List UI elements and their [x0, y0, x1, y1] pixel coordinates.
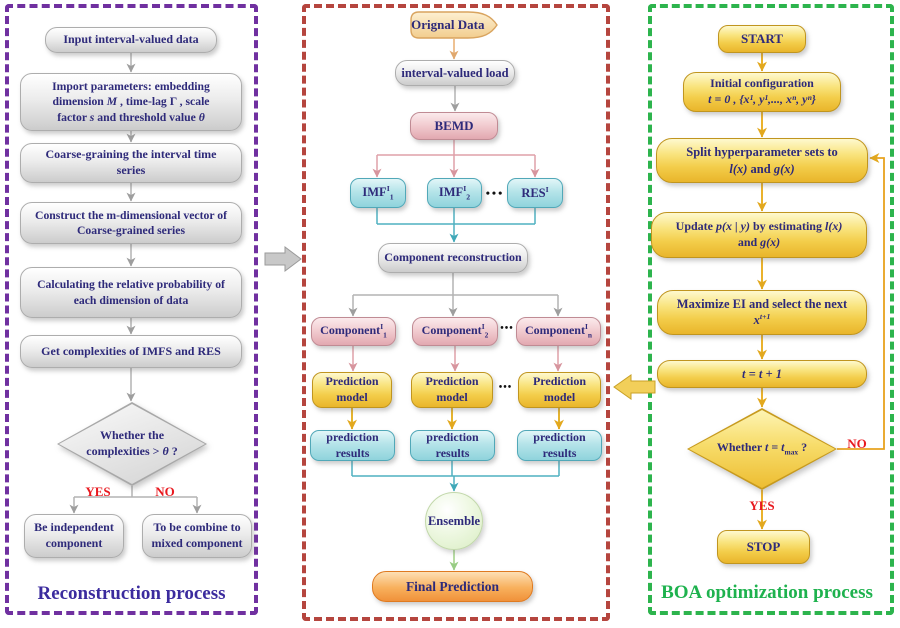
increment-box: t = t + 1: [657, 360, 867, 388]
left-panel-arrows: [69, 53, 202, 514]
yes-label: YES: [85, 484, 111, 499]
decomposition-panel: [302, 4, 610, 621]
ellipsis-model: •••: [498, 382, 513, 393]
left-to-middle-arrow-icon: [264, 246, 302, 272]
prediction-results1-box: prediction results: [310, 430, 395, 461]
prediction-model3-box: Prediction model: [518, 372, 601, 408]
boa-caption: BOA optimization process: [661, 582, 873, 603]
prediction-results2-box: prediction results: [410, 430, 495, 461]
componentn-box: ComponentIn: [516, 317, 601, 346]
complexity-decision-diamond: Whether the complexities > θ ?: [57, 402, 207, 486]
component-reconstruction-box: Component reconstruction: [378, 243, 528, 273]
math-theta: θ: [198, 110, 205, 124]
prediction-results3-box: prediction results: [517, 430, 602, 461]
combine-component-box: To be combine to mixed component: [142, 514, 252, 558]
component2-box: ComponentI2: [412, 317, 498, 346]
final-prediction-box: Final Prediction: [372, 571, 533, 602]
res-box: RESI: [507, 178, 563, 208]
middle-panel-arrows: [347, 39, 564, 571]
boa-panel: [648, 4, 894, 615]
math-s: s: [89, 110, 95, 124]
complexities-box: Get complexities of IMFS and RES: [20, 335, 242, 368]
original-data-shape: Orignal Data: [410, 11, 498, 39]
input-data-box: Input interval-valued data: [45, 27, 217, 53]
input-data-label: Input interval-valued data: [63, 32, 199, 47]
maximize-ei-box: Maximize EI and select the next xt+1: [657, 290, 867, 335]
ellipsis-component: •••: [500, 323, 514, 334]
construct-vector-box: Construct the m-dimensional vector of Co…: [20, 202, 242, 244]
right-panel-arrows: [757, 53, 885, 530]
import-line3: factor s and threshold value θ: [57, 110, 205, 124]
import-line1: Import parameters: embedding: [52, 80, 210, 94]
prediction-model2-box: Prediction model: [411, 372, 493, 408]
probability-box: Calculating the relative probability of …: [20, 267, 242, 318]
prediction-model1-box: Prediction model: [312, 372, 392, 408]
original-data-label: Orignal Data: [411, 17, 485, 32]
independent-component-box: Be independent component: [24, 514, 124, 558]
math-theta: θ: [162, 444, 169, 458]
component1-box: ComponentI1: [311, 317, 396, 346]
no-label-right: NO: [847, 436, 867, 451]
interval-load-box: interval-valued load: [395, 60, 515, 86]
start-box: START: [718, 25, 806, 53]
tmax-decision-diamond: Whether t = tmax ?: [687, 408, 837, 490]
math-gamma: Γ: [169, 95, 177, 109]
import-parameters-box: Import parameters: embedding dimension M…: [20, 73, 242, 131]
coarse-graining-box: Coarse-graining the interval time series: [20, 143, 242, 183]
update-box: Update p(x | y) by estimating l(x) and g…: [651, 212, 867, 258]
imf2-box: IMFI2: [427, 178, 482, 208]
ensemble-circle: Ensemble: [425, 492, 483, 550]
init-formula: t = 0 , {x¹, y¹,..., xⁿ, yⁿ}: [708, 92, 816, 106]
reconstruction-caption: Reconstruction process: [37, 583, 226, 604]
initial-configuration-box: Initial configuration t = 0 , {x¹, y¹,..…: [683, 72, 841, 112]
bemd-box: BEMD: [410, 112, 498, 140]
yes-label-right: YES: [749, 498, 775, 513]
ellipsis-imf: •••: [485, 186, 505, 200]
no-label: NO: [155, 484, 175, 499]
stop-box: STOP: [717, 530, 810, 564]
reconstruction-panel: [5, 4, 258, 615]
imf1-box: IMFI1: [350, 178, 406, 208]
split-hyperparameter-box: Split hyperparameter sets to l(x) and g(…: [656, 138, 868, 183]
math-m: M: [106, 95, 118, 109]
import-line2: dimension M , time-lag Γ , scale: [52, 95, 210, 109]
right-to-middle-arrow-icon: [613, 374, 656, 400]
